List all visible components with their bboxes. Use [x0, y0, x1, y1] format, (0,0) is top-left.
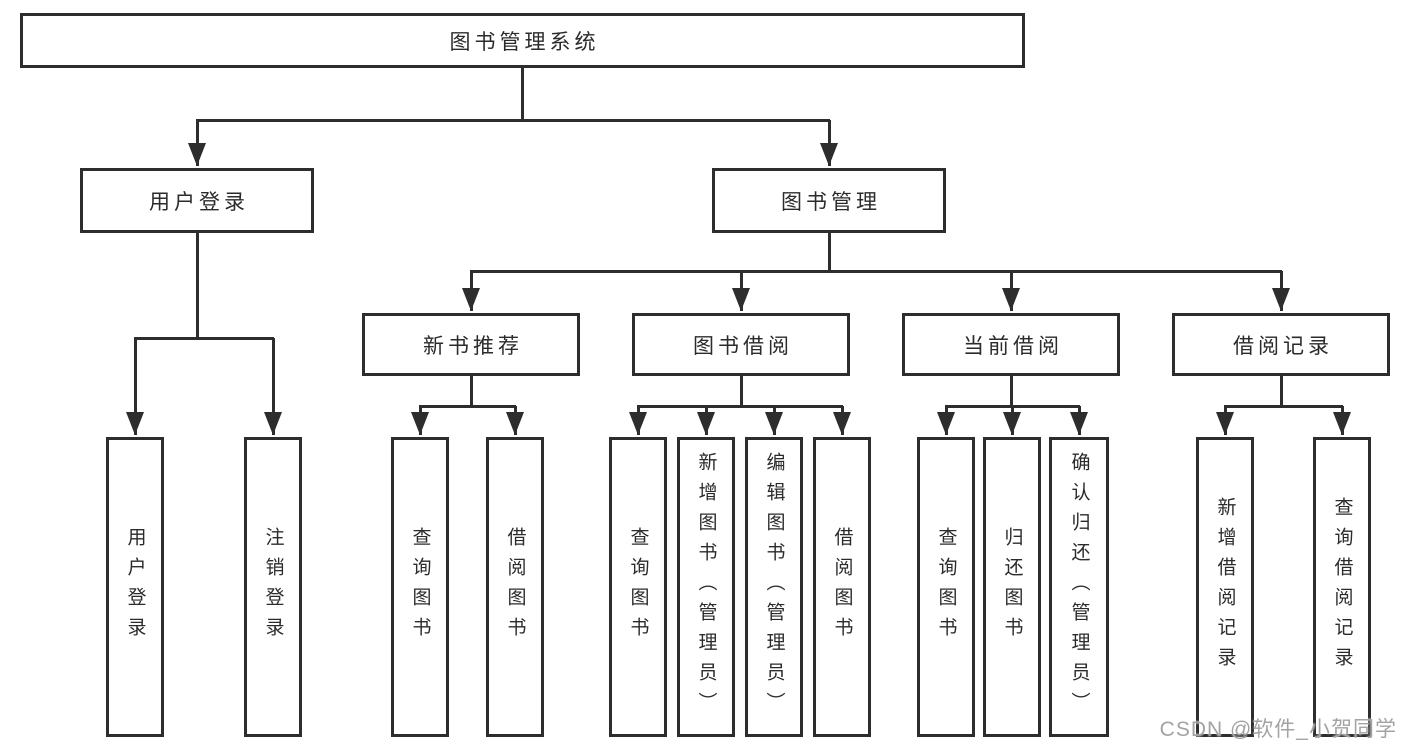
arrow-down-icon: [1333, 412, 1351, 435]
arrow-down-icon: [732, 288, 750, 311]
node-label: 图书管理: [781, 190, 881, 214]
connector-line: [1010, 376, 1013, 407]
node-label: 查询借阅记录: [1331, 497, 1353, 677]
node-label: 新增借阅记录: [1214, 497, 1236, 677]
arrow-down-icon: [820, 143, 838, 166]
connector-line: [1224, 405, 1343, 408]
arrow-down-icon: [188, 143, 206, 166]
node-label: 注销登录: [262, 527, 284, 647]
node-label: 查询图书: [627, 527, 649, 647]
arrow-down-icon: [833, 412, 851, 435]
leaf-add-books-admin: 新增图书（管理员）: [677, 437, 735, 737]
arrow-down-icon: [411, 412, 429, 435]
node-label: 编辑图书（管理员）: [763, 452, 785, 722]
leaf-borrow-books: 借阅图书: [813, 437, 871, 737]
arrow-down-icon: [506, 412, 524, 435]
node-label: 新增图书（管理员）: [695, 452, 717, 722]
node-label: 新书推荐: [423, 334, 523, 358]
arrow-down-icon: [126, 412, 144, 435]
leaf-return-books: 归还图书: [983, 437, 1041, 737]
node-label: 借阅记录: [1233, 334, 1333, 358]
node-label: 查询图书: [935, 527, 957, 647]
node-label: 用户登录: [149, 190, 249, 214]
leaf-borrow-books-recommend: 借阅图书: [486, 437, 544, 737]
leaf-user-login: 用户登录: [106, 437, 164, 737]
node-label: 确认归还（管理员）: [1068, 452, 1090, 722]
node-label: 图书管理系统: [449, 30, 600, 54]
node-label: 归还图书: [1001, 527, 1023, 647]
node-label: 用户登录: [124, 527, 146, 647]
node-current-borrowing: 当前借阅: [902, 313, 1120, 376]
leaf-confirm-return-admin: 确认归还（管理员）: [1049, 437, 1109, 737]
connector-line: [1280, 376, 1283, 407]
node-user-login: 用户登录: [80, 168, 314, 233]
arrow-down-icon: [1216, 412, 1234, 435]
connector-line: [196, 233, 199, 340]
node-borrowing-records: 借阅记录: [1172, 313, 1390, 376]
arrow-down-icon: [765, 412, 783, 435]
arrow-down-icon: [1002, 288, 1020, 311]
node-new-book-recommend: 新书推荐: [362, 313, 580, 376]
node-label: 查询图书: [409, 527, 431, 647]
connector-line: [828, 233, 831, 272]
node-label: 借阅图书: [504, 527, 526, 647]
node-label: 借阅图书: [831, 527, 853, 647]
node-label: 图书借阅: [693, 334, 793, 358]
leaf-edit-books-admin: 编辑图书（管理员）: [745, 437, 803, 737]
arrow-down-icon: [1070, 412, 1088, 435]
csdn-watermark: CSDN @软件_小贺同学: [1159, 718, 1397, 741]
node-book-borrowing: 图书借阅: [632, 313, 850, 376]
node-book-management: 图书管理: [712, 168, 946, 233]
leaf-query-books-borrow: 查询图书: [609, 437, 667, 737]
arrow-down-icon: [264, 412, 282, 435]
connector-line: [470, 270, 1282, 273]
connector-line: [740, 376, 743, 407]
node-label: 当前借阅: [963, 334, 1063, 358]
leaf-query-borrow-record: 查询借阅记录: [1313, 437, 1371, 737]
node-library-management-system: 图书管理系统: [20, 13, 1025, 68]
leaf-add-borrow-record: 新增借阅记录: [1196, 437, 1254, 737]
connector-line: [419, 405, 516, 408]
arrow-down-icon: [629, 412, 647, 435]
connector-line: [470, 376, 473, 407]
arrow-down-icon: [462, 288, 480, 311]
arrow-down-icon: [1003, 412, 1021, 435]
connector-line: [134, 338, 137, 435]
connector-line: [521, 68, 524, 121]
leaf-query-books-recommend: 查询图书: [391, 437, 449, 737]
connector-line: [637, 405, 843, 408]
connector-line: [134, 337, 274, 340]
arrow-down-icon: [937, 412, 955, 435]
connector-line: [272, 338, 275, 435]
arrow-down-icon: [697, 412, 715, 435]
leaf-query-books-current: 查询图书: [917, 437, 975, 737]
connector-line: [196, 119, 830, 122]
leaf-logout: 注销登录: [244, 437, 302, 737]
arrow-down-icon: [1272, 288, 1290, 311]
